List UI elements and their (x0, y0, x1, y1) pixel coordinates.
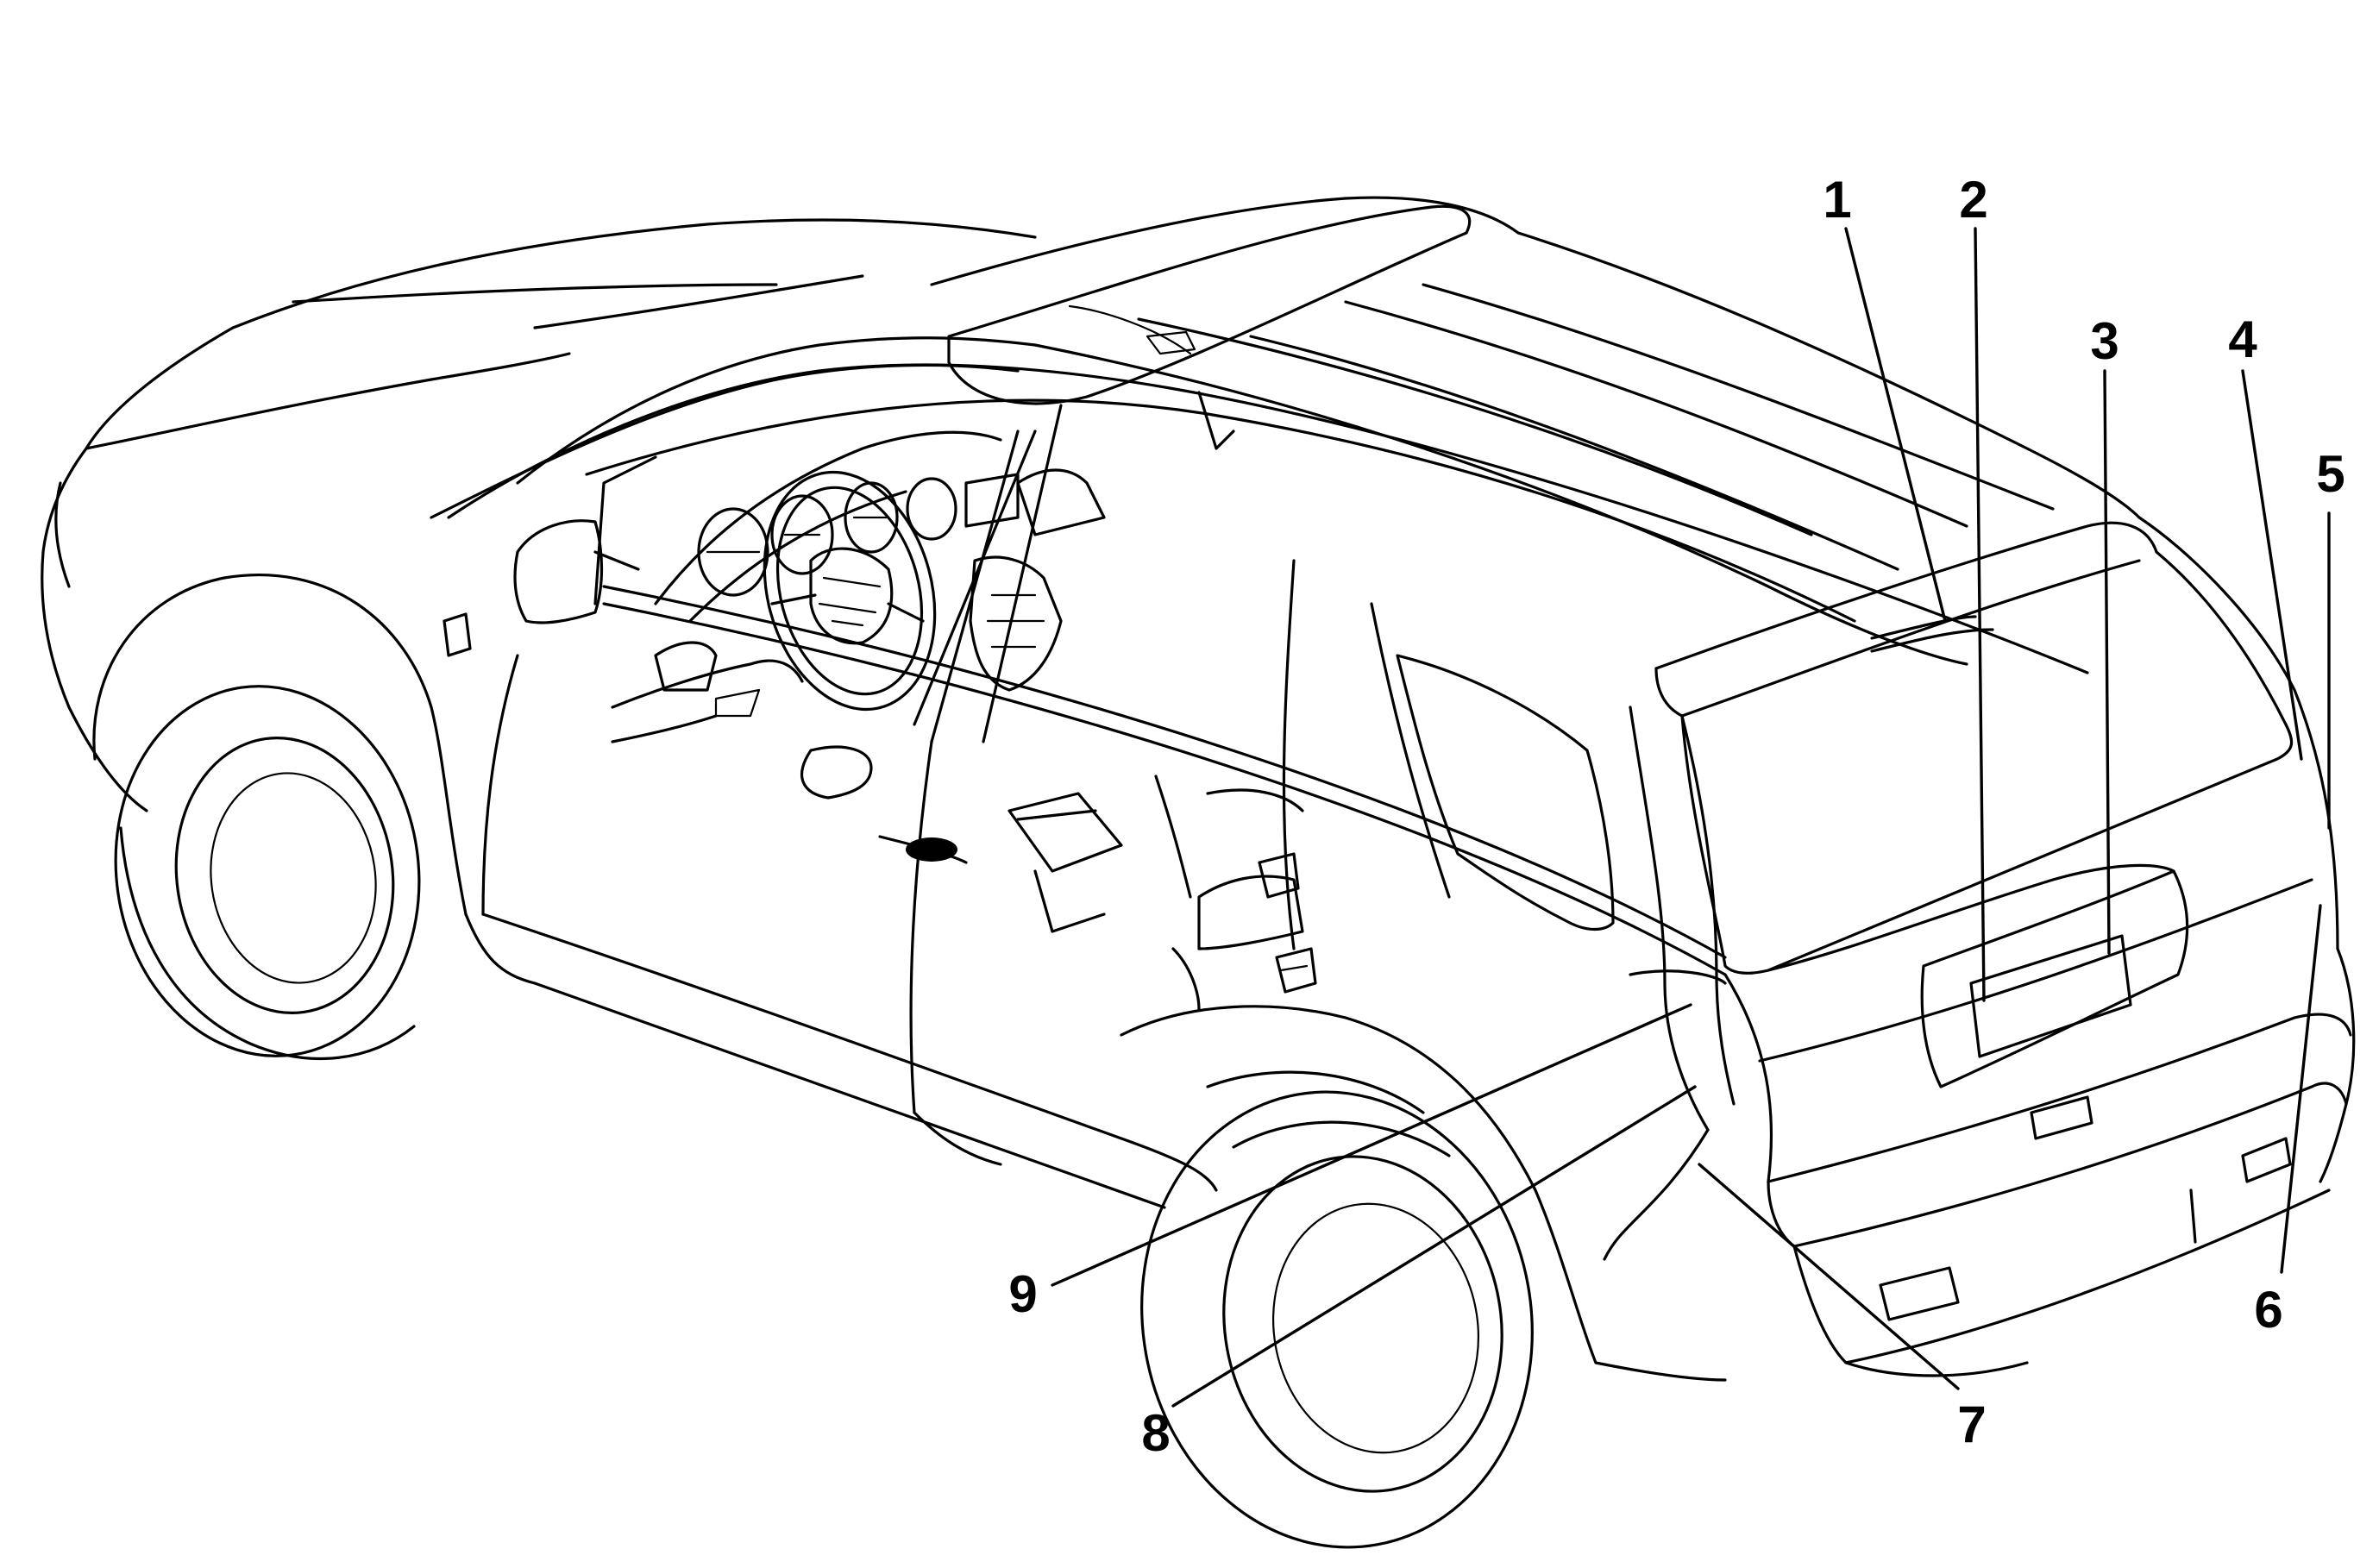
interior-cutaway (593, 404, 1727, 1011)
leader-6 (2280, 904, 2322, 1274)
callout-3: 3 (2090, 312, 2119, 370)
callout-4: 4 (2228, 310, 2257, 368)
vehicle-body (41, 196, 2356, 1549)
callout-1: 1 (1823, 171, 1851, 229)
leader-3 (2103, 369, 2111, 955)
callout-leaders (1051, 227, 2331, 1408)
callout-6: 6 (2254, 1281, 2282, 1339)
leader-4 (2241, 369, 2303, 761)
callout-9: 9 (1008, 1265, 1037, 1323)
callout-7: 7 (1957, 1396, 1986, 1453)
leader-7 (1698, 1163, 1960, 1390)
leader-8 (1171, 1085, 1697, 1408)
leader-2 (1974, 227, 1986, 1002)
leader-1 (1844, 227, 1947, 623)
callout-numbers: 1 2 3 4 5 6 7 8 9 (1008, 171, 2344, 1462)
callout-8: 8 (1141, 1404, 1170, 1462)
leader-9 (1051, 1003, 1692, 1287)
callout-2: 2 (1959, 171, 1987, 229)
callout-5: 5 (2316, 445, 2344, 503)
